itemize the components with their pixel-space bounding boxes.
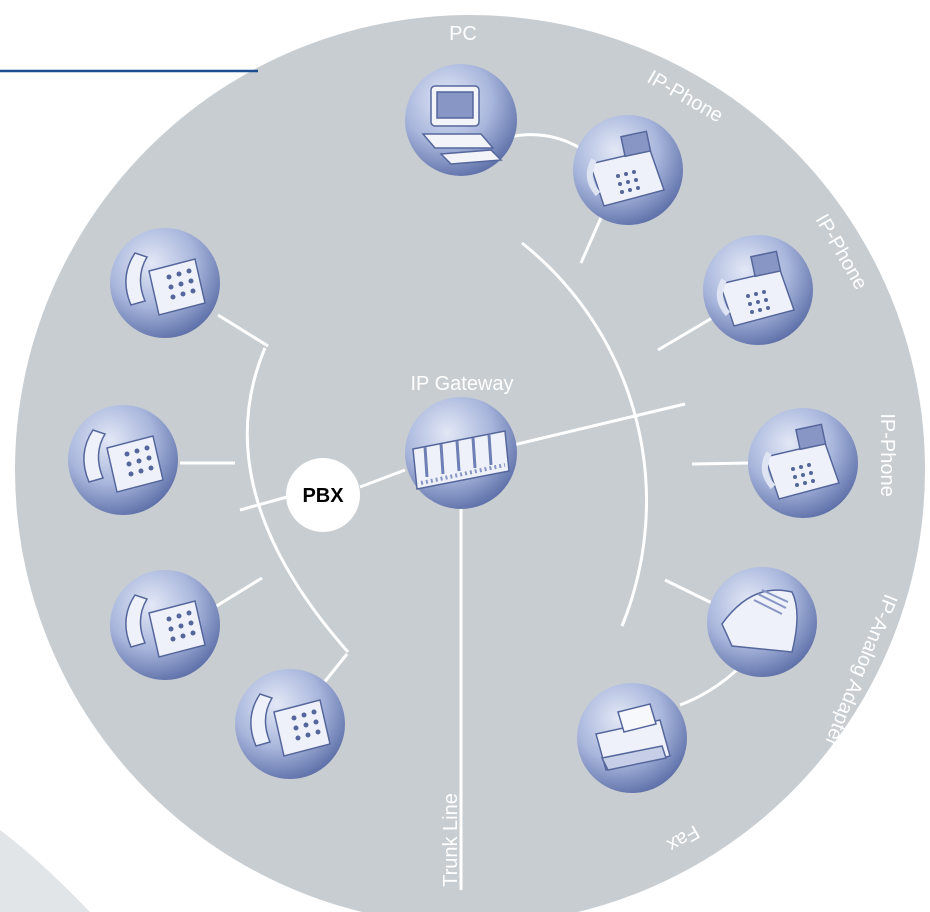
analog-adapter-icon	[721, 589, 798, 653]
analog-phone-icon	[83, 429, 164, 493]
background-shadow	[0, 830, 90, 912]
analog-phone-icon	[125, 594, 206, 658]
fax-machine-icon	[595, 703, 671, 771]
label-pc: PC	[449, 23, 477, 45]
analog-phone-icon	[125, 252, 206, 316]
analog-phone-node-1	[110, 228, 220, 338]
ip-phone-icon	[586, 130, 665, 207]
desktop-computer-icon	[421, 85, 503, 165]
ip-phone-node-1	[573, 115, 683, 225]
ip-phone-node-2	[703, 235, 813, 345]
label-trunk-line: Trunk Line	[440, 793, 462, 887]
label-ip-phone-3: IP-Phone	[876, 413, 898, 496]
ip-phone-node-3	[748, 408, 858, 518]
wiring	[180, 133, 754, 890]
analog-phone-node-3	[110, 570, 220, 680]
ip-phone-icon	[761, 423, 840, 500]
ip-gateway-node	[405, 397, 517, 509]
fax-node	[577, 683, 687, 793]
analog-phone-node-2	[68, 405, 178, 515]
gateway-switch-icon	[412, 430, 510, 490]
ip-analog-adapter-node	[707, 567, 817, 677]
analog-phone-icon	[250, 693, 331, 757]
label-ip-gateway: IP Gateway	[410, 373, 513, 395]
pc-node	[405, 64, 517, 176]
label-pbx: PBX	[302, 485, 344, 507]
pbx-node	[286, 458, 360, 532]
ip-phone-icon	[716, 250, 795, 327]
analog-phone-node-4	[235, 669, 345, 779]
